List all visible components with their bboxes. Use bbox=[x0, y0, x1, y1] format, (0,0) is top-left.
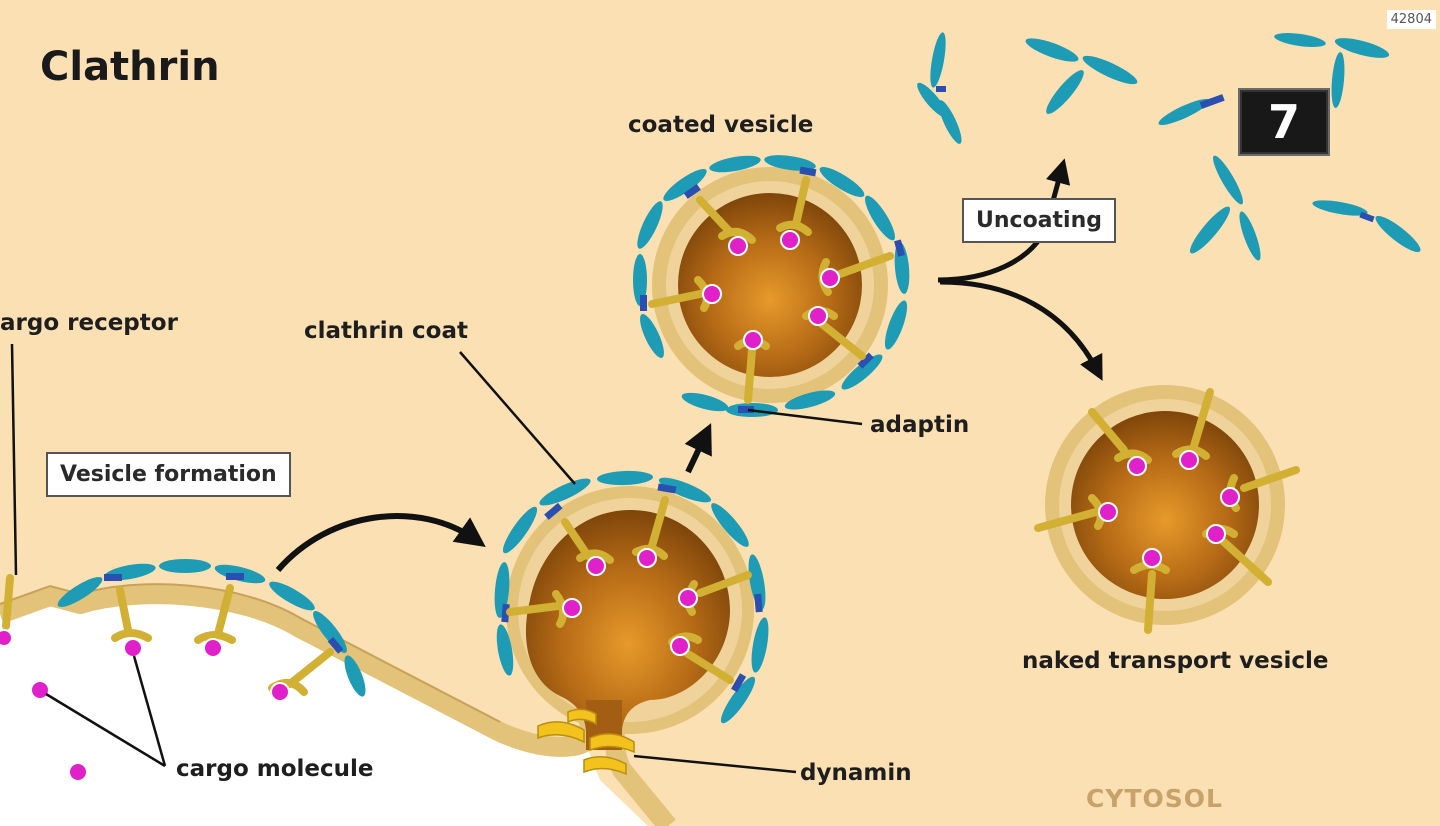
triskelion-icon bbox=[1312, 200, 1421, 253]
naked-transport-vesicle-label: naked transport vesicle bbox=[1022, 648, 1329, 674]
frame-stamp: 42804 bbox=[1386, 10, 1436, 29]
clathrin-coat-label: clathrin coat bbox=[304, 318, 468, 344]
leader-lines bbox=[10, 343, 863, 774]
curved-arrow-icon bbox=[275, 513, 486, 572]
extracellular-space bbox=[0, 594, 648, 826]
cargo-receptors-pit bbox=[2, 574, 334, 696]
coated-vesicle bbox=[652, 167, 888, 403]
cargo-receptor-label: argo receptor bbox=[0, 310, 178, 336]
cytosol-label: CYTOSOL bbox=[1086, 784, 1223, 813]
naked-vesicle bbox=[1045, 385, 1285, 625]
triskelion-icon bbox=[1189, 155, 1261, 261]
slide-number-badge: 7 bbox=[1238, 88, 1330, 156]
vesicle-formation-label: Vesicle formation bbox=[46, 452, 291, 497]
triskelion-icon bbox=[1274, 33, 1390, 108]
triskelion-icon bbox=[917, 32, 962, 144]
curved-arrow-icon bbox=[939, 279, 1103, 381]
budding-vesicle bbox=[506, 486, 754, 750]
cargo-molecules bbox=[0, 629, 290, 782]
straight-arrow-icon bbox=[684, 423, 712, 474]
adaptin-label: adaptin bbox=[870, 412, 970, 438]
budding-clathrin-coat bbox=[494, 470, 769, 724]
triskelion-icon bbox=[1158, 94, 1225, 126]
triskelion-icon bbox=[1025, 38, 1138, 114]
coated-vesicle-clathrin bbox=[633, 155, 910, 417]
dynamin-label: dynamin bbox=[800, 760, 912, 786]
dynamin-rings bbox=[537, 708, 635, 776]
uncoating-label: Uncoating bbox=[962, 198, 1116, 243]
coated-vesicle-label: coated vesicle bbox=[628, 112, 814, 138]
cargo-molecule-label: cargo molecule bbox=[176, 756, 374, 782]
page-title: Clathrin bbox=[40, 44, 220, 90]
